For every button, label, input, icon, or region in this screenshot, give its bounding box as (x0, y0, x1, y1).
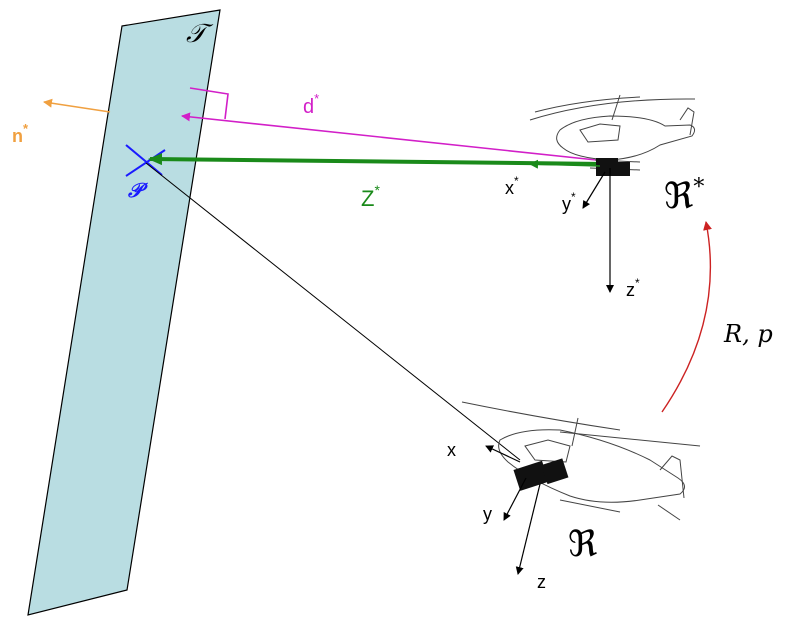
right-angle-marker (189, 87, 229, 120)
cur-axis-y (503, 477, 527, 521)
ref-axis-x (529, 159, 601, 169)
depth-label: Z* (361, 182, 380, 211)
distance-label: d* (303, 91, 319, 118)
current-helicopter (461, 401, 701, 521)
ref-axis-y (582, 171, 606, 209)
ref-axis-z-label: z* (626, 276, 640, 300)
current-to-point-line (145, 162, 521, 461)
ref-axis-x-label: x* (505, 174, 519, 198)
ref-axis-y-label: y* (562, 190, 576, 214)
reference-camera-lens (616, 162, 630, 176)
reference-camera (596, 158, 618, 176)
distance-arrow (181, 112, 597, 161)
cur-axis-x (485, 445, 521, 463)
normal-arrow (43, 98, 111, 113)
current-camera (513, 458, 569, 491)
normal-label: n* (12, 121, 29, 146)
point-cross-a (125, 144, 163, 176)
cur-frame-label: ℜ (568, 524, 597, 565)
depth-arrow (148, 153, 607, 166)
transform-arrow (661, 221, 712, 413)
plane (27, 9, 221, 616)
transform-label: R, p (723, 320, 773, 348)
cur-axis-z-label: z (537, 572, 546, 592)
cur-axis-x-label: x (447, 440, 456, 460)
cur-axis-z (515, 483, 541, 575)
cur-axis-y-label: y (483, 504, 492, 524)
ref-frame-label: ℜ* (664, 175, 704, 217)
